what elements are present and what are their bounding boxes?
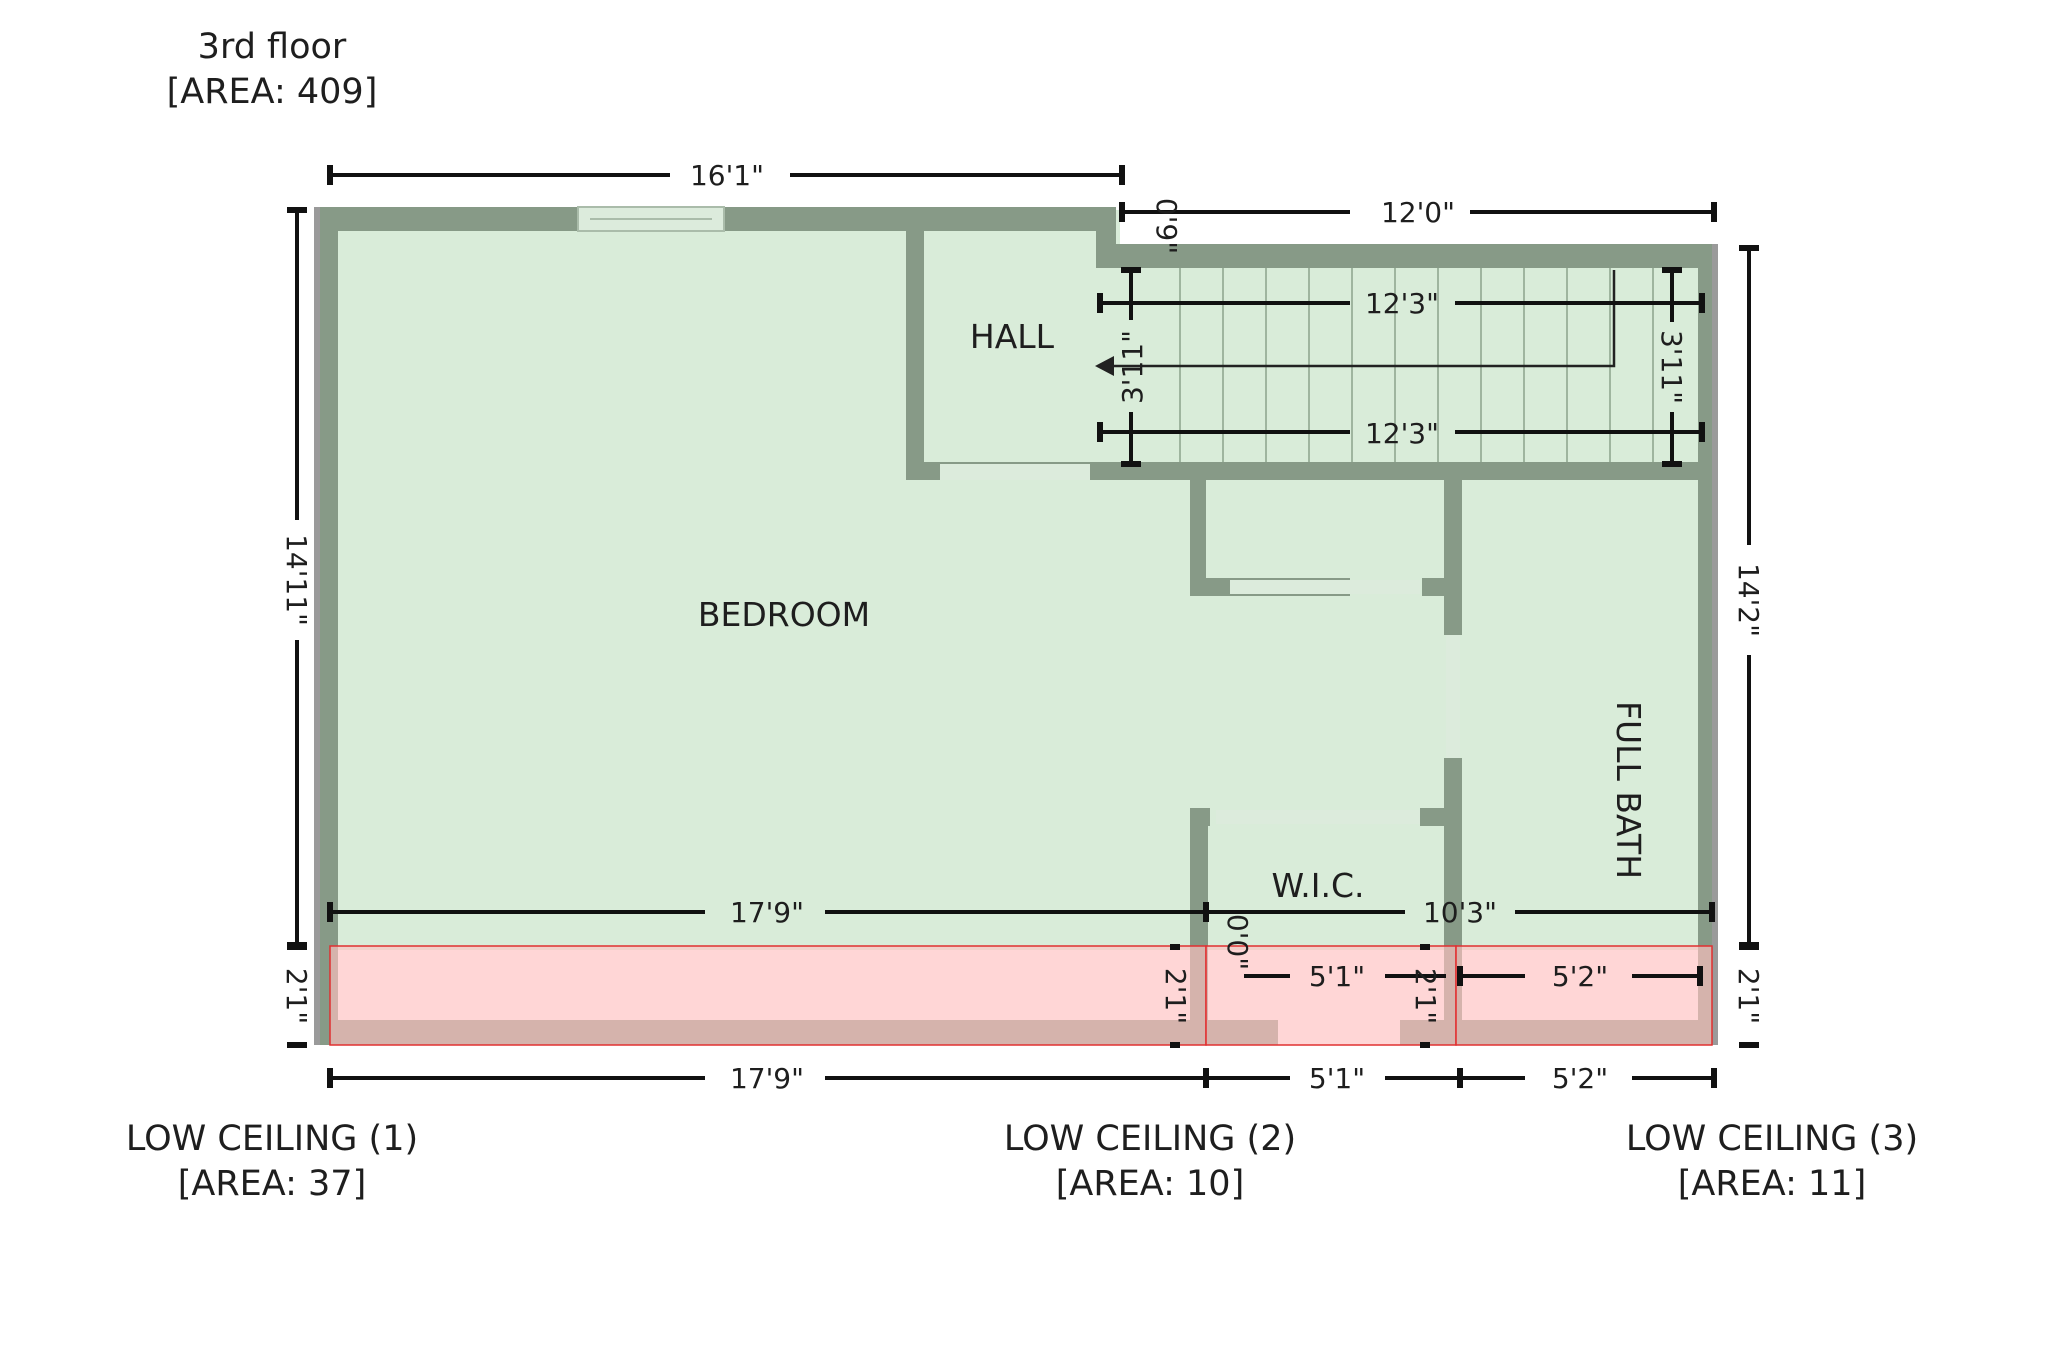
dim-bedroom-width: 17'9": [730, 896, 804, 929]
dim-bath-width: 10'3": [1423, 896, 1497, 929]
dim-top-left: 16'1": [690, 159, 764, 192]
dim-low-right-height: 2'1": [1732, 968, 1765, 1024]
low-ceiling-3-area: [AREA: 11]: [1678, 1164, 1866, 1204]
low-ceiling-2-label: LOW CEILING (2): [1004, 1119, 1296, 1159]
dim-stair-right: 3'11": [1655, 330, 1688, 404]
dimension-labels: 16'1" 12'0" 0'9" 12'3" 12'3" 3'11" 3'11"…: [280, 159, 1765, 1095]
dimension-lines: [287, 165, 1759, 1088]
dim-bottom-left: 17'9": [730, 1062, 804, 1095]
dim-step-up: 0'9": [1150, 198, 1183, 254]
low-ceiling-2-area: [AREA: 10]: [1056, 1164, 1244, 1204]
dim-wic-offset: 0'0": [1221, 914, 1254, 970]
room-label-full-bath: FULL BATH: [1609, 701, 1648, 879]
dim-low-wic-width: 5'1": [1309, 960, 1365, 993]
low-ceiling-3-label: LOW CEILING (3): [1626, 1119, 1918, 1159]
low-ceiling-zones: [329, 945, 1713, 1046]
dim-stair-upper: 12'3": [1365, 287, 1439, 320]
dim-right-height: 14'2": [1732, 563, 1765, 637]
dim-bottom-mid: 5'1": [1309, 1062, 1365, 1095]
dim-low-wic-right: 2'1": [1409, 968, 1442, 1024]
floor-title: 3rd floor: [198, 27, 347, 67]
dim-stair-lower: 12'3": [1365, 417, 1439, 450]
dim-bottom-right: 5'2": [1552, 1062, 1608, 1095]
room-label-bedroom: BEDROOM: [698, 595, 870, 634]
dim-low-bath-width: 5'2": [1552, 960, 1608, 993]
room-label-hall: HALL: [970, 317, 1055, 356]
dim-stair-left: 3'11": [1116, 330, 1149, 404]
dim-low-wic-left: 2'1": [1159, 968, 1192, 1024]
window: [577, 206, 725, 232]
dim-low-left-height: 2'1": [280, 968, 313, 1024]
room-label-wic: W.I.C.: [1271, 866, 1364, 905]
low-ceiling-1-label: LOW CEILING (1): [126, 1119, 418, 1159]
low-ceiling-1-area: [AREA: 37]: [178, 1164, 366, 1204]
dim-top-right: 12'0": [1381, 196, 1455, 229]
dim-left-height: 14'11": [280, 534, 313, 626]
doorways: [940, 464, 1460, 824]
floor-area: [AREA: 409]: [167, 72, 378, 112]
